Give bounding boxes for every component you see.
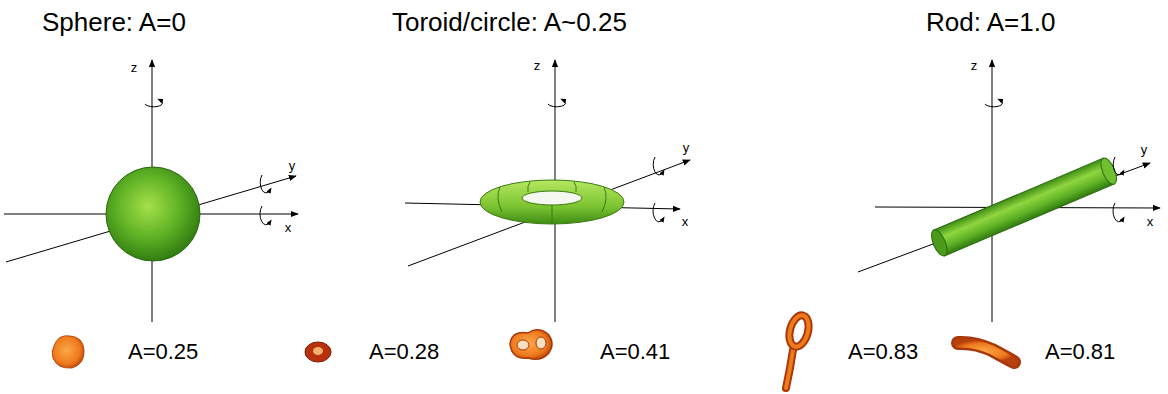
axis-label: y xyxy=(683,141,690,155)
blob-loop xyxy=(786,313,812,349)
rotation-arrow xyxy=(653,157,663,175)
value-label: A=0.25 xyxy=(128,340,198,364)
rotation-arrow xyxy=(260,175,270,193)
blob-knot xyxy=(510,330,552,360)
rotation-arrow xyxy=(145,100,163,107)
rotation-arrow xyxy=(1113,157,1123,175)
blob-loop-stem xyxy=(786,350,793,388)
z-axis xyxy=(992,60,993,322)
panel-title: Sphere: A=0 xyxy=(42,8,186,37)
panel-title: Rod: A=1.0 xyxy=(926,8,1055,37)
axis-label: y xyxy=(289,159,296,173)
blob-ring xyxy=(305,342,331,362)
rotation-arrow xyxy=(985,100,1003,107)
blob-loop xyxy=(786,313,812,349)
rod xyxy=(928,156,1119,258)
blob-rod xyxy=(958,343,1014,362)
axis-label: x xyxy=(1147,215,1154,229)
axis-label: z xyxy=(534,59,541,73)
value-label: A=0.83 xyxy=(848,340,918,364)
blob-knot-hole xyxy=(517,340,529,350)
y-axis xyxy=(408,160,690,266)
toroid xyxy=(480,180,624,224)
axis-label: x xyxy=(285,221,292,235)
toroid-hole xyxy=(522,191,582,205)
sphere-panel xyxy=(4,60,298,322)
blob-sphere xyxy=(52,336,84,368)
rotation-arrow xyxy=(1113,203,1123,222)
value-label: A=0.81 xyxy=(1045,340,1115,364)
value-label: A=0.28 xyxy=(369,340,439,364)
axis-label: x xyxy=(682,215,689,229)
blob-knot-hole xyxy=(536,337,546,349)
axis-label: z xyxy=(971,59,978,73)
rotation-arrow xyxy=(653,203,663,222)
axis-label: z xyxy=(131,61,138,75)
blob-loop-stem xyxy=(786,350,793,388)
sphere xyxy=(106,167,200,261)
blob-rod xyxy=(958,343,1014,362)
axis-label: y xyxy=(1141,143,1148,157)
rotation-arrow xyxy=(548,100,566,107)
panel-title: Toroid/circle: A~0.25 xyxy=(392,8,627,37)
toroid-panel xyxy=(405,60,690,322)
sample-shapes xyxy=(52,313,1014,388)
toroid-seam xyxy=(498,182,606,224)
value-label: A=0.41 xyxy=(600,340,670,364)
blob-ring-hole xyxy=(313,347,323,355)
rotation-arrow xyxy=(260,206,270,225)
rod-panel xyxy=(858,60,1160,322)
